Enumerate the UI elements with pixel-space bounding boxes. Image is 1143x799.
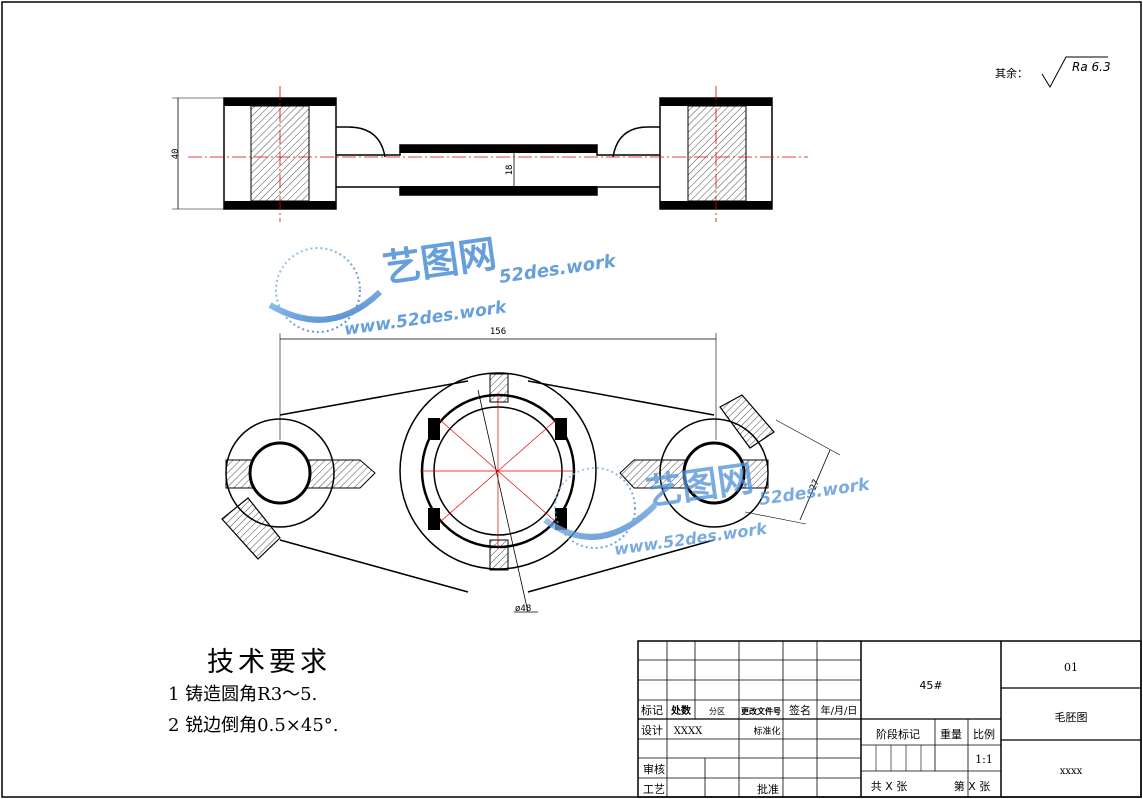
tb-approve-label: 批准	[757, 782, 779, 796]
tb-drawing-number: 01	[1064, 661, 1078, 674]
tb-design-value: XXXX	[674, 726, 703, 737]
dim-span-156: 156	[490, 327, 506, 337]
tb-header-mark: 标记	[641, 703, 663, 717]
roughness-symbol	[1041, 56, 1108, 89]
tb-company: xxxx	[1060, 766, 1083, 777]
front-view-centerlines	[422, 395, 574, 547]
tb-material: 45#	[919, 679, 942, 692]
title-block-text: 标记 处数 分区 更改文件号 签名 年/月/日 设计 XXXX 标准化 审核 工…	[641, 661, 1088, 796]
tb-sheet-number: 第 X 张	[954, 779, 991, 793]
roughness-value: Ra 6.3	[1072, 60, 1111, 74]
watermark-brand-top: 艺图网	[380, 231, 499, 290]
tb-drawing-name: 毛胚图	[1055, 711, 1088, 724]
watermark-url-top: 52des.work	[498, 251, 618, 288]
tb-process-label: 工艺	[643, 783, 665, 796]
watermark-www-bottom: www.52des.work	[613, 519, 769, 559]
top-view-centerlines	[188, 86, 808, 222]
tb-design-label: 设计	[641, 724, 663, 737]
tb-header-change-doc: 更改文件号	[741, 706, 781, 716]
tb-scale-value: 1:1	[975, 753, 993, 766]
tech-requirements-title: 技术要求	[207, 647, 331, 678]
tb-header-signature: 签名	[789, 703, 811, 717]
top-view	[172, 97, 773, 210]
tb-scale-label: 比例	[973, 727, 995, 741]
tech-requirement-item-2: 2 锐边倒角0.5×45°.	[168, 715, 339, 736]
tb-header-zone: 分区	[709, 707, 725, 716]
tb-review-label: 审核	[643, 762, 665, 776]
roughness-note: 其余： Ra 6.3	[995, 56, 1111, 89]
tb-header-count: 处数	[670, 704, 692, 717]
dim-boss-27: 27	[808, 478, 822, 492]
tb-header-date: 年/月/日	[821, 704, 858, 717]
watermark-logo-bottom: 艺图网 52des.work www.52des.work	[543, 458, 872, 559]
tech-requirements: 技术要求 1 铸造圆角R3～5. 2 锐边倒角0.5×45°.	[168, 647, 339, 736]
tech-requirement-item-1: 1 铸造圆角R3～5.	[168, 684, 317, 705]
tb-stage-label: 阶段标记	[876, 727, 920, 741]
tb-standardize-label: 标准化	[753, 725, 780, 737]
dim-web-18: 18	[505, 165, 515, 176]
tb-sheets-total: 共 X 张	[871, 780, 908, 793]
roughness-prefix: 其余：	[995, 66, 1028, 80]
dim-bore-48: ø48	[515, 604, 531, 614]
watermark-logo-top: 艺图网 52des.work www.52des.work	[268, 231, 618, 340]
title-block	[637, 640, 1142, 798]
dim-height-40: 40	[171, 149, 181, 160]
tb-weight-label: 重量	[940, 727, 962, 741]
